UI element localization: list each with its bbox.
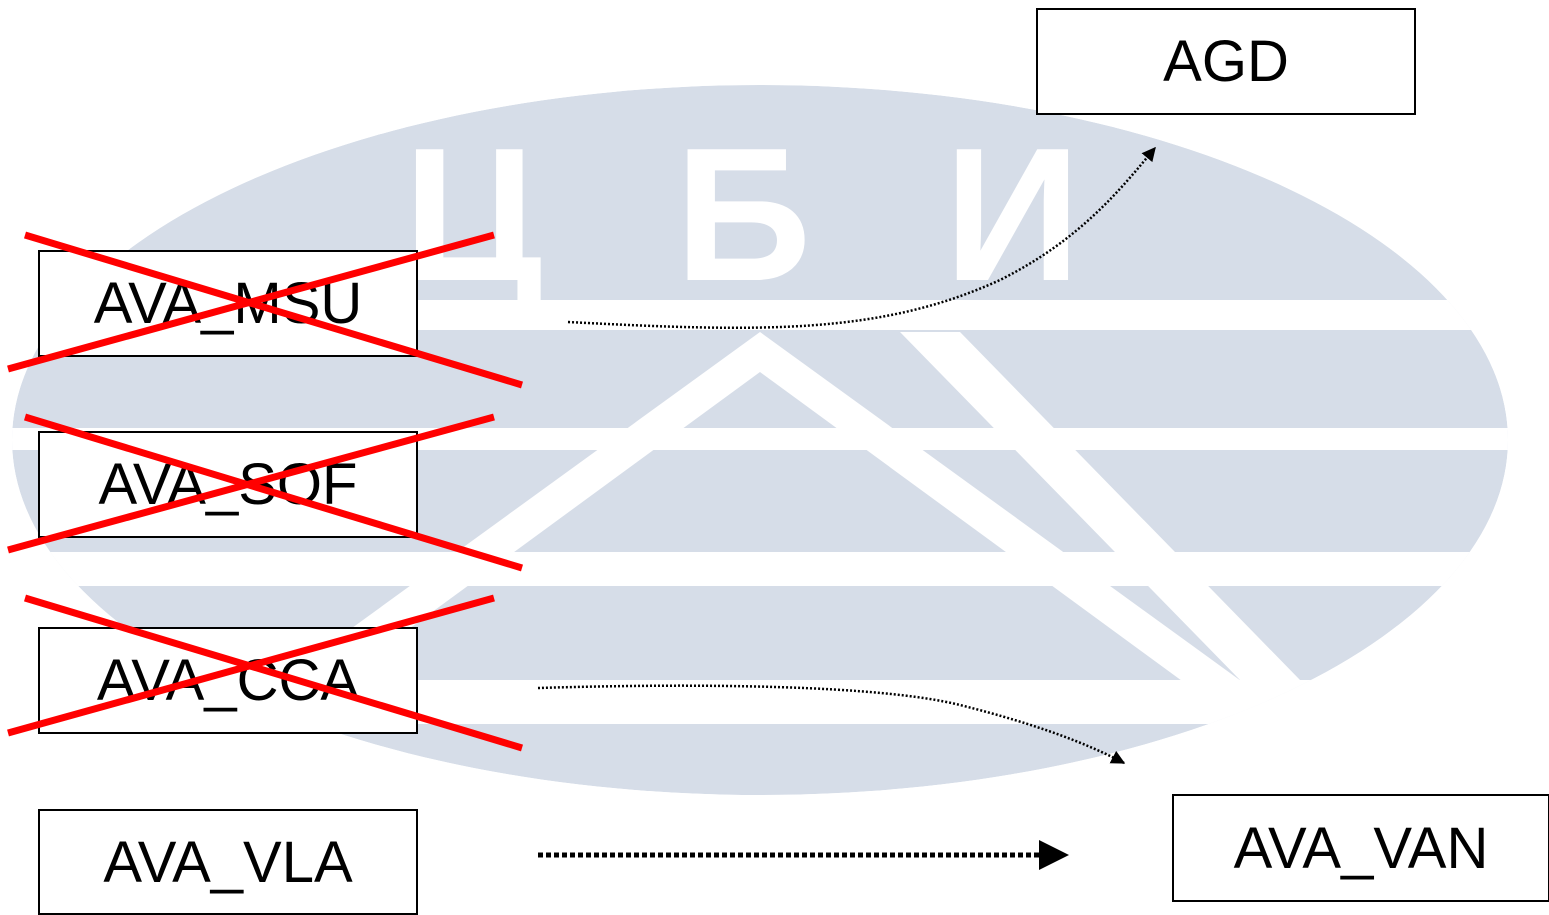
node-label: AVA_VLA xyxy=(103,829,353,895)
node-ava-van: AVA_VAN xyxy=(1172,794,1549,902)
cross-out-ava-msu xyxy=(7,231,524,389)
node-ava-msu: AVA_MSU xyxy=(38,250,418,357)
node-ava-vla: AVA_VLA xyxy=(38,809,418,915)
watermark-stripe xyxy=(12,552,1508,586)
node-label: AVA_VAN xyxy=(1233,815,1489,881)
watermark-triangle-right xyxy=(760,332,1350,760)
node-label: AGD xyxy=(1163,29,1289,94)
arrow-msu-to-agd xyxy=(567,146,1156,330)
arrow-cca-to-van xyxy=(537,684,1126,765)
node-agd: AGD xyxy=(1036,8,1416,115)
watermark-diagonal xyxy=(900,332,1300,680)
watermark-text: Ц Б И xyxy=(403,109,1121,321)
cross-out-ava-cca xyxy=(7,594,524,752)
cross-out-ava-sof xyxy=(7,413,524,572)
